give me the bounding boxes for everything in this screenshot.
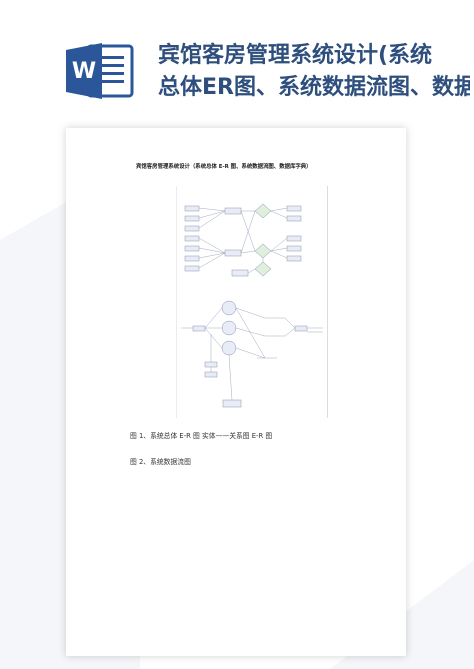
er-entity <box>286 205 302 212</box>
document-page: 宾馆客房管理系统设计（系统总体 E-R 图、系统数据流图、数据库字典） <box>66 128 406 656</box>
banner: W 宾馆客房管理系统设计(系统 总体ER图、系统数据流图、数据库字典 <box>0 0 474 125</box>
er-entity <box>231 269 249 277</box>
er-entity <box>286 245 302 252</box>
er-relationship <box>254 243 272 259</box>
dfd-process <box>221 300 237 316</box>
dfd-process <box>221 340 237 356</box>
er-entity <box>184 225 200 232</box>
dfd-diagram <box>192 300 308 408</box>
er-entity <box>184 255 200 262</box>
er-entity <box>286 215 302 222</box>
er-entity <box>286 255 302 262</box>
er-relationship <box>254 261 272 277</box>
er-connectors <box>198 207 288 274</box>
word-logo-letter: W <box>72 59 96 84</box>
er-relationship <box>254 203 272 219</box>
title-line-2: 总体ER图、系统数据流图、数据库字典 <box>158 75 470 100</box>
word-icon: W <box>66 43 134 99</box>
er-entity <box>224 207 242 215</box>
er-entity <box>224 249 242 257</box>
er-entity <box>184 205 200 212</box>
page-title: 宾馆客房管理系统设计(系统 总体ER图、系统数据流图、数据库字典 <box>158 40 470 104</box>
dfd-process <box>221 320 237 336</box>
er-entity <box>286 235 302 242</box>
document-heading: 宾馆客房管理系统设计（系统总体 E-R 图、系统数据流图、数据库字典） <box>136 164 312 170</box>
title-line-1: 宾馆客房管理系统设计(系统 <box>158 43 433 68</box>
dfd-entity <box>294 325 308 332</box>
figure-2-caption: 图 2、系统数据流图 <box>130 458 191 466</box>
er-entity <box>184 215 200 222</box>
dfd-entity <box>204 361 218 368</box>
dfd-store <box>222 399 242 408</box>
figure-area <box>176 186 328 418</box>
figure-1-caption: 图 1、系统总体 E-R 图 实体——关系图 E-R 图 <box>130 432 273 440</box>
dfd-entity <box>204 371 218 378</box>
er-entity <box>184 245 200 252</box>
er-entity <box>184 265 200 272</box>
er-entity <box>184 235 200 242</box>
diagram-figures <box>181 203 323 408</box>
dfd-entity <box>192 325 206 332</box>
dfd-connectors <box>181 307 323 401</box>
